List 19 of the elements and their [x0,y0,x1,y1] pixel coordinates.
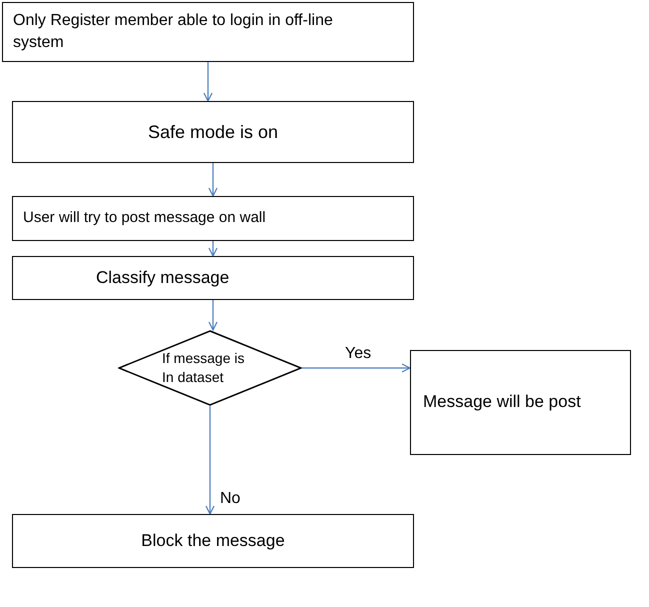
arrow [208,300,218,331]
arrow [208,241,218,257]
node-text: Classify message [96,266,230,289]
process-box [12,101,414,163]
arrow [203,62,213,102]
arrow [208,163,218,197]
node-text: Message will be post [423,391,581,414]
node-text: Safe mode is on [148,120,278,144]
node-text: If message is In dataset [162,349,246,387]
arrow [302,363,411,373]
process-box [2,2,414,62]
process-box [12,196,414,241]
node-text: Only Register member able to login in off-line system [13,11,334,53]
process-box [12,514,414,568]
node-text: Block the message [141,530,285,552]
arrow [205,406,215,515]
process-box [12,256,414,300]
node-text: User will try to post message on wall [23,208,266,228]
process-box [410,350,631,455]
